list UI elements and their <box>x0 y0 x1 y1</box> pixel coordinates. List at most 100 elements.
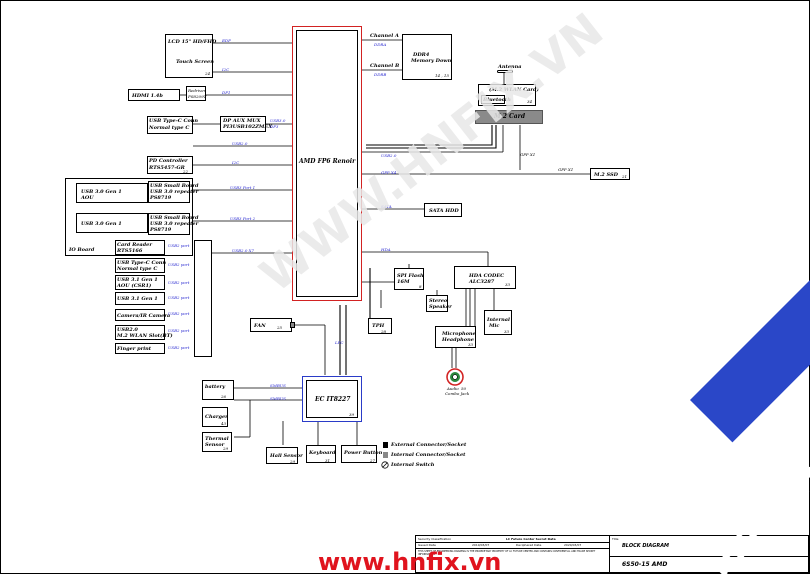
tb-fine-print: THIS SHEET OF ENGINEERING DRAWING IS THE… <box>418 550 596 556</box>
m2ssd-num: 21 <box>622 174 628 179</box>
title-divider-1 <box>416 542 609 543</box>
lcd-label: LCD 15" HD/FHD <box>168 39 217 45</box>
speaker-sub: Speaker <box>429 304 452 310</box>
camera-block: Camera/IR Camera <box>115 309 170 321</box>
sig-p7: USB2 port <box>168 345 190 350</box>
tb-security: Security Classification <box>418 537 452 541</box>
usb30a-sub: AOU <box>81 195 94 201</box>
ddr4-label: DDR4 <box>413 52 430 58</box>
sig-hda: HDA <box>381 247 391 252</box>
pd-controller-block: PD Controller RTS5457-GR 22 <box>147 156 193 174</box>
keyboard-num: 31 <box>325 458 331 463</box>
legend-external: External Connector/Socket <box>391 442 467 448</box>
usb31a-label: USB 3.1 Gen 1 <box>117 277 158 283</box>
watermark-bottom: www.hnfix.vn <box>318 548 502 576</box>
battery-num: 26 <box>221 394 227 399</box>
intmic-num: 33 <box>504 329 510 334</box>
audio-jack-sub: Combo Jack <box>445 391 470 396</box>
audio-jack-num: 50 <box>461 386 467 391</box>
dp-mux-block: DP AUX MUX PI3USB102ZMEX <box>220 116 272 132</box>
sig-smbus-2: SMBUS <box>270 396 286 401</box>
ddr4-block: DDR4 Memory Down 14 , 15 <box>402 34 452 80</box>
sb2-label: USB Small Board <box>150 215 199 221</box>
ec-inner-frame <box>306 380 358 418</box>
bluetooth-box: Bluetooth <box>481 95 511 104</box>
hda-codec-block: HDA CODEC ALC3287 33 <box>454 266 516 289</box>
tph-label: TPH <box>372 323 385 329</box>
mic-num: 33 <box>468 342 474 347</box>
ddr4-num: 14 , 15 <box>435 73 449 78</box>
card-reader-block: Card Reader RTS5166 <box>115 240 165 255</box>
sig-usb20-typec: USB2.0 <box>232 141 248 146</box>
sig-sata: SATA <box>381 204 392 209</box>
thermal-label: Thermal <box>205 436 229 442</box>
sig-gpp-x1b: GPP X1 <box>558 167 574 172</box>
sb2-l2: USB 3.0 repeater <box>150 221 199 227</box>
power-num: 27 <box>370 458 376 463</box>
tb-deciphered: Deciphered Date <box>516 543 542 547</box>
usb30b-block: USB 3.0 Gen 1 <box>76 213 148 233</box>
finger-print-block: Finger print <box>115 343 165 354</box>
sig-usb20-x7: USB2.0 X7 <box>232 248 255 253</box>
thermal-sub: Sensor <box>205 442 225 448</box>
ec-num: 39 <box>349 412 355 417</box>
ec-label: EC IT8227 <box>315 396 351 403</box>
power-label: Power Button <box>344 450 383 456</box>
m2card-label: M.2 Card <box>494 113 526 120</box>
typec2-block: USB Type-C Conn Normal type C <box>115 258 166 273</box>
mic-headphone-block: Microphone Headphone 33 <box>435 326 476 348</box>
legend-switch: Internal Switch <box>391 462 435 468</box>
small-board-1: USB Small Board USB 3.0 repeater PS8719 <box>148 181 199 203</box>
hall-sensor-block: Hall Sensor 29 <box>266 447 303 464</box>
fan-connector <box>290 322 295 328</box>
audio-jack-label: Audio <box>447 386 459 391</box>
soc-block: AMD FP6 Renoir <box>292 26 362 301</box>
tb-security-val: LC Future Center Secret Data <box>506 537 556 541</box>
sig-channel-b: Channel B <box>370 63 400 69</box>
title-block: Security Classification LC Future Center… <box>415 535 809 574</box>
hdmi-block: HDMI 1.4b <box>128 89 180 101</box>
dp-mux-label: DP AUX MUX <box>223 118 261 124</box>
pd-label: PD Controller <box>149 158 188 164</box>
tph-block: TPH 28 <box>368 318 392 334</box>
wlan-bt-sub: M.2 WLAN Slot(BT) <box>117 333 173 339</box>
sb1-label: USB Small Board <box>150 183 199 189</box>
sig-i2c-pd: I2C <box>232 160 240 165</box>
usb31a-sub: AOU (CSR1) <box>117 283 152 289</box>
sig-channel-a: Channel A <box>370 33 399 39</box>
small-board-2: USB Small Board USB 3.0 repeater PS8719 <box>148 213 199 235</box>
intmic-sub: Mic <box>489 323 500 329</box>
pd-sub: RTS5457-GR <box>149 165 185 171</box>
fan-num: 25 <box>277 325 283 330</box>
typec-conn-sub: Normal type C <box>149 125 190 131</box>
cardreader-sub: RTS5166 <box>117 248 143 254</box>
lcd-num: 24 <box>205 71 211 76</box>
sig-usb3-port1: USB3 Port 1 <box>230 185 256 190</box>
lcd-sub: Touch Screen <box>176 59 214 65</box>
hda-label: HDA CODEC <box>469 273 505 279</box>
legend-external-swatch <box>383 442 388 448</box>
sig-p2: USB2 port <box>168 262 190 267</box>
speaker-label: Stereo <box>429 298 448 304</box>
io-board-label: IO Board <box>69 247 95 253</box>
sig-gpp-x4: GPP X4 <box>381 170 397 175</box>
sig-usb30: USB3.0 <box>270 118 286 123</box>
charger-num: 43 <box>221 421 227 426</box>
usb31b-label: USB 3.1 Gen 1 <box>117 296 158 302</box>
legend-internal-swatch <box>383 452 388 458</box>
legend-internal: Internal Connector/Socket <box>391 452 466 458</box>
m2-ssd-block: M.2 SSD 21 <box>590 168 630 180</box>
sb1-l2: USB 3.0 repeater <box>150 189 199 195</box>
finger-label: Finger print <box>117 346 152 352</box>
spi-sub: 16M <box>397 279 410 285</box>
power-button-block: Power Button 27 <box>341 445 382 463</box>
spi-label: SPI Flash <box>397 273 424 279</box>
antenna-label: Antenna <box>498 64 522 70</box>
sata-label: SATA HDD <box>429 208 459 214</box>
hall-label: Hall Sensor <box>270 453 303 459</box>
usb30a-block: USB 3.0 Gen 1 AOU <box>76 183 148 203</box>
hda-num: 33 <box>505 282 511 287</box>
m2ssd-label: M.2 SSD <box>594 172 618 178</box>
thermal-sensor-block: Thermal Sensor 29 <box>202 432 232 452</box>
sig-smbus-1: SMBUS <box>270 383 286 388</box>
